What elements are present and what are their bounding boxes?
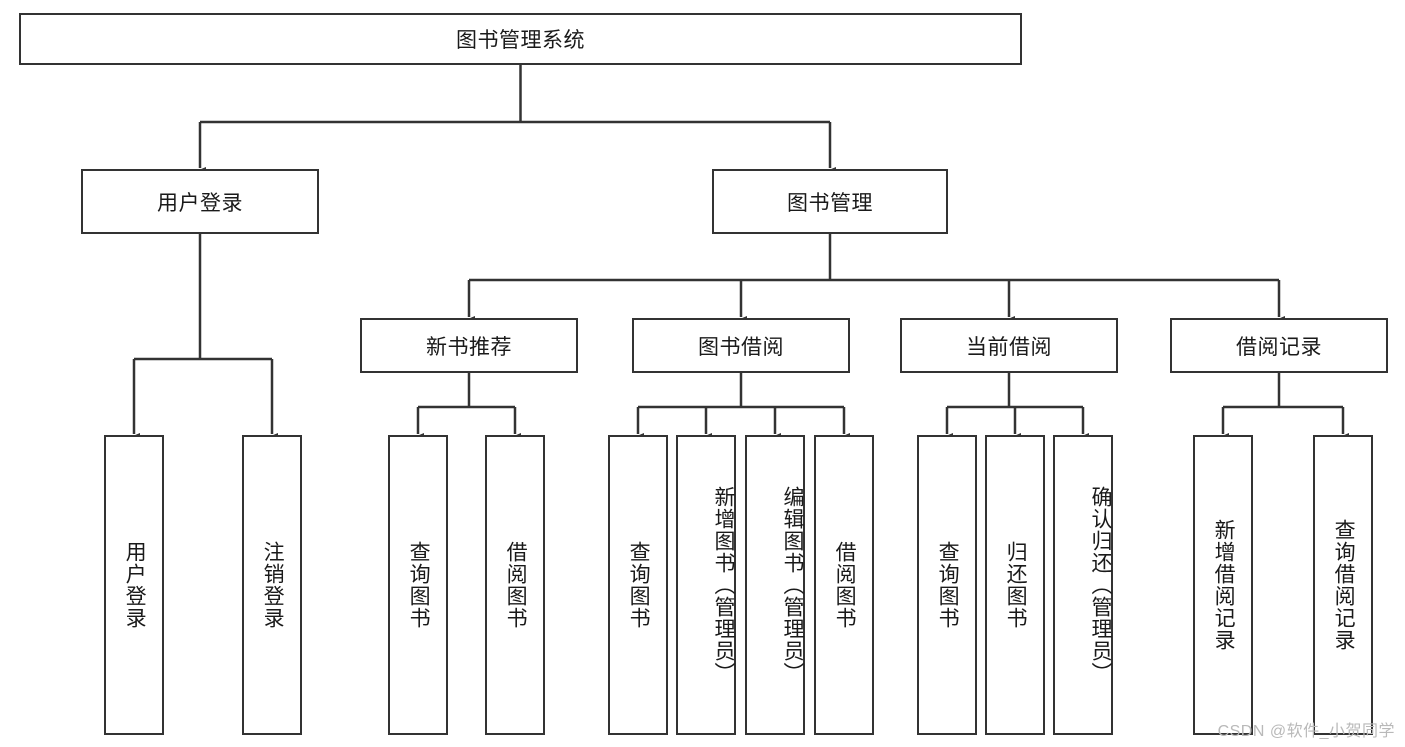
leaf-add-book[interactable]: 新增图书（管理员） xyxy=(676,435,736,735)
leaf-query-book-borrow[interactable]: 查询图书 xyxy=(608,435,668,735)
leaf-user-login[interactable]: 用户登录 xyxy=(104,435,164,735)
node-root[interactable]: 图书管理系统 xyxy=(19,13,1022,65)
leaf-edit-book[interactable]: 编辑图书（管理员） xyxy=(745,435,805,735)
node-label: 查询图书 xyxy=(407,541,431,629)
node-label: 注销登录 xyxy=(261,541,285,629)
watermark: CSDN @软件_小贺同学 xyxy=(1217,723,1395,740)
node-label: 当前借阅 xyxy=(966,335,1052,359)
leaf-confirm-return[interactable]: 确认归还（管理员） xyxy=(1053,435,1113,735)
node-user-login[interactable]: 用户登录 xyxy=(81,169,319,234)
node-label: 图书借阅 xyxy=(698,335,784,359)
leaf-return-book[interactable]: 归还图书 xyxy=(985,435,1045,735)
node-label: 新增图书（管理员） xyxy=(712,486,735,684)
node-label: 新增借阅记录 xyxy=(1212,519,1236,651)
node-label: 用户登录 xyxy=(157,191,243,215)
leaf-borrow-book-recommend[interactable]: 借阅图书 xyxy=(485,435,545,735)
node-label: 借阅图书 xyxy=(504,541,528,629)
leaf-logout[interactable]: 注销登录 xyxy=(242,435,302,735)
node-label: 图书管理系统 xyxy=(456,29,585,52)
node-label: 借阅记录 xyxy=(1236,335,1322,359)
leaf-query-borrow-record[interactable]: 查询借阅记录 xyxy=(1313,435,1373,735)
node-new-book-recommend[interactable]: 新书推荐 xyxy=(360,318,578,373)
leaf-add-borrow-record[interactable]: 新增借阅记录 xyxy=(1193,435,1253,735)
node-label: 归还图书 xyxy=(1004,541,1028,629)
node-book-borrow[interactable]: 图书借阅 xyxy=(632,318,850,373)
node-label: 新书推荐 xyxy=(426,335,512,359)
leaf-borrow-book[interactable]: 借阅图书 xyxy=(814,435,874,735)
node-current-borrow[interactable]: 当前借阅 xyxy=(900,318,1118,373)
node-label: 编辑图书（管理员） xyxy=(781,486,804,684)
connector-group xyxy=(128,65,1349,443)
node-label: 查询图书 xyxy=(627,541,651,629)
node-label: 查询图书 xyxy=(936,541,960,629)
node-borrow-record[interactable]: 借阅记录 xyxy=(1170,318,1388,373)
leaf-query-book-recommend[interactable]: 查询图书 xyxy=(388,435,448,735)
node-book-manage[interactable]: 图书管理 xyxy=(712,169,948,234)
node-label: 查询借阅记录 xyxy=(1332,519,1356,651)
node-label: 借阅图书 xyxy=(833,541,857,629)
leaf-query-book-current[interactable]: 查询图书 xyxy=(917,435,977,735)
node-label: 图书管理 xyxy=(787,191,873,215)
node-label: 用户登录 xyxy=(123,541,147,629)
node-label: 确认归还（管理员） xyxy=(1089,486,1112,684)
